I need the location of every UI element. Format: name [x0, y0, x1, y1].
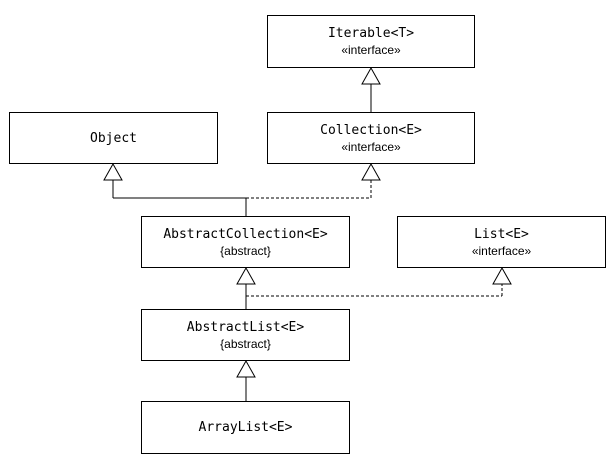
class-collection: Collection<E> «interface» — [267, 112, 475, 164]
generalization-arrowhead — [236, 266, 256, 285]
class-object: Object — [9, 112, 218, 164]
class-abstract-collection: AbstractCollection<E> {abstract} — [141, 216, 350, 268]
class-stereotype: «interface» — [341, 139, 401, 154]
class-stereotype: «interface» — [471, 243, 532, 258]
class-name: AbstractCollection<E> — [163, 226, 328, 242]
class-stereotype: {abstract} — [220, 336, 271, 351]
class-list: List<E> «interface» — [397, 216, 606, 268]
class-iterable: Iterable<T> «interface» — [267, 15, 475, 68]
generalization-arrowhead — [236, 359, 256, 378]
class-stereotype: «interface» — [341, 43, 401, 57]
class-name: Object — [90, 130, 137, 146]
realization-arrowhead — [492, 266, 512, 285]
generalization-arrowhead — [361, 66, 381, 85]
class-name: Collection<E> — [320, 122, 422, 138]
class-name: ArrayList<E> — [198, 420, 293, 435]
class-name: Iterable<T> — [327, 26, 415, 41]
class-name: List<E> — [474, 226, 529, 242]
class-name: AbstractList<E> — [186, 319, 305, 335]
class-stereotype: {abstract} — [220, 243, 271, 258]
realization-arrowhead — [361, 162, 381, 181]
class-abstract-list: AbstractList<E> {abstract} — [141, 309, 350, 361]
class-array-list: ArrayList<E> — [141, 401, 350, 454]
generalization-arrowhead — [103, 162, 123, 181]
